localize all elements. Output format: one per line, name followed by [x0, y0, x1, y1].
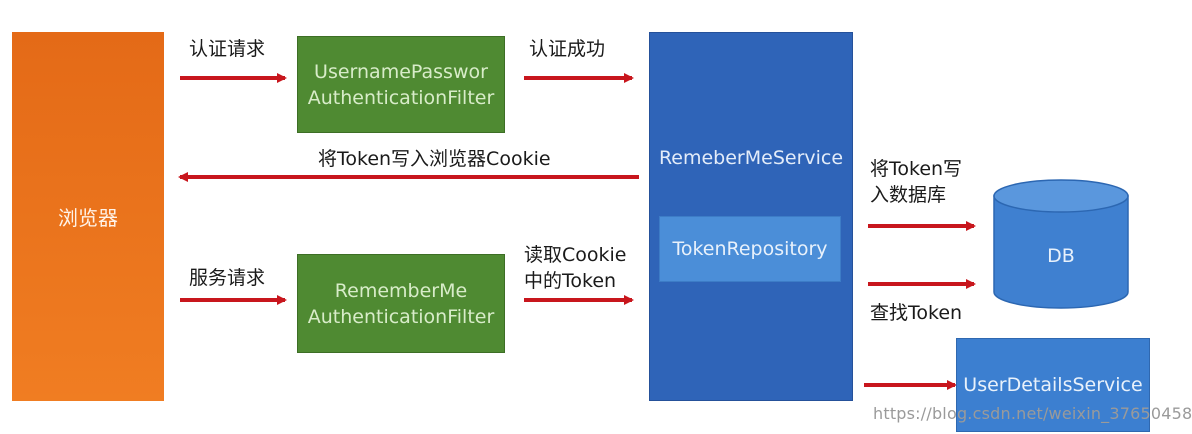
user-details-label: UserDetailsService: [963, 374, 1143, 396]
watermark: https://blog.csdn.net/weixin_37650458: [873, 404, 1192, 423]
user-details-service-node: UserDetailsService: [956, 338, 1150, 432]
token-repository-node: TokenRepository: [659, 216, 841, 282]
edge-label-read-cookie: 读取Cookie 中的Token: [524, 244, 627, 292]
edge-label-auth-success: 认证成功: [529, 38, 606, 60]
arrows-layer: [178, 73, 1129, 390]
username-filter-label: UsernamePasswor AuthenticationFilter: [307, 60, 495, 109]
diagram: 浏览器 UsernamePasswor AuthenticationFilter…: [12, 32, 1192, 432]
edge-label-write-cookie: 将Token写入浏览器Cookie: [318, 148, 551, 170]
browser-node: 浏览器: [12, 32, 164, 401]
edge-label-find-token: 查找Token: [870, 302, 963, 324]
rememberme-filter-label: RememberMe AuthenticationFilter: [307, 279, 495, 328]
repository-label: TokenRepository: [672, 238, 828, 260]
username-filter-node: UsernamePasswor AuthenticationFilter: [297, 36, 505, 133]
edge-label-service-request: 服务请求: [189, 267, 266, 289]
browser-label: 浏览器: [58, 206, 118, 230]
service-label: RemeberMeService: [658, 147, 844, 169]
edge-label-write-db: 将Token写 入数据库: [870, 158, 963, 206]
db-label: DB: [1047, 245, 1075, 267]
db-cylinder: [993, 179, 1129, 309]
edge-label-auth-request: 认证请求: [189, 38, 266, 60]
rememberme-filter-node: RememberMe AuthenticationFilter: [297, 254, 505, 353]
